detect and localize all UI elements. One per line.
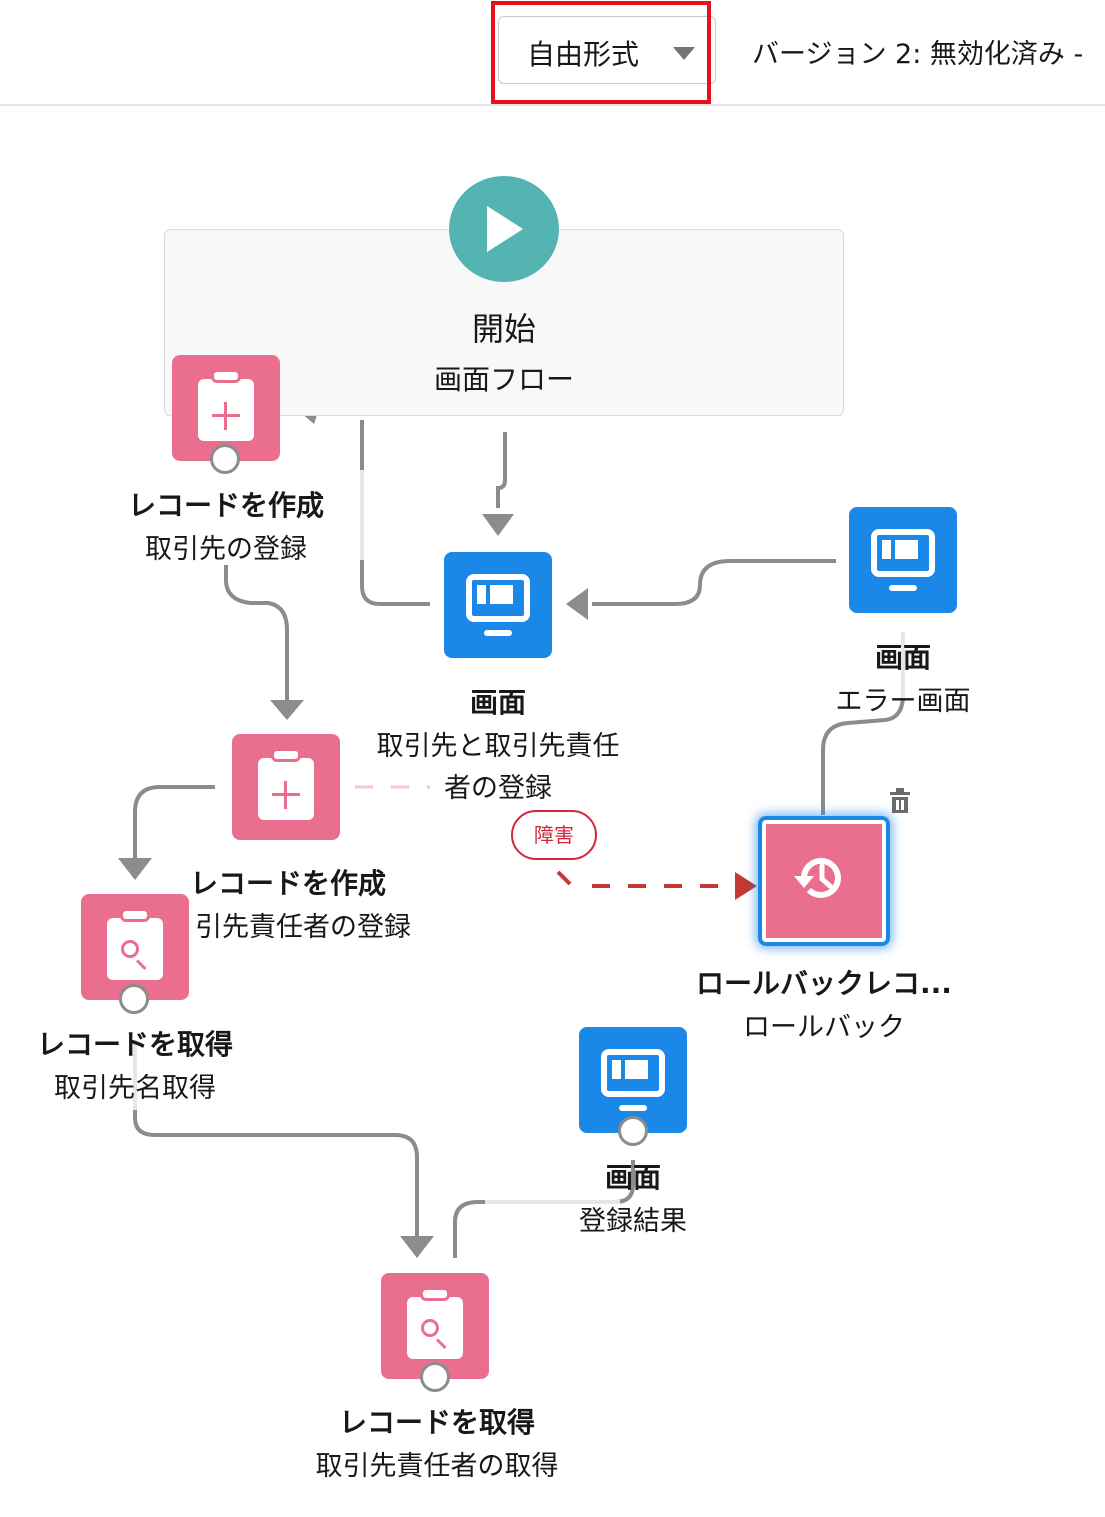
node-name-label: 取引先名取得 — [54, 1073, 216, 1104]
trash-icon[interactable] — [888, 788, 912, 814]
monitor-icon — [871, 529, 935, 577]
node-type-label: 画面 — [874, 641, 931, 674]
clipboard-search-icon — [407, 1287, 463, 1359]
toolbar: 自由形式 バージョン 2: 無効化済み - — [0, 0, 1105, 106]
history-icon — [794, 857, 841, 898]
node-type-label: 画面 — [604, 1161, 661, 1194]
connector-screen-to-create-account — [360, 420, 430, 606]
node-type-label: レコードを取得 — [36, 1028, 233, 1061]
connector-anchor[interactable] — [119, 984, 149, 1014]
chevron-down-icon — [673, 47, 695, 60]
connector-create-contact-to-get-account — [133, 785, 215, 860]
monitor-icon — [466, 574, 530, 622]
connector-create-account-to-create-contact — [224, 565, 289, 700]
clipboard-plus-icon — [258, 748, 314, 820]
connector-error-to-screen — [592, 559, 836, 606]
version-status: バージョン 2: 無効化済み - — [752, 39, 1084, 70]
node-create-account[interactable] — [172, 355, 280, 461]
node-type-label: 画面 — [469, 686, 526, 719]
connector-get-account-to-get-contact — [133, 1105, 419, 1236]
arrowhead — [270, 700, 304, 720]
layout-mode-value: 自由形式 — [527, 38, 640, 71]
node-create-contact[interactable] — [232, 734, 340, 840]
node-name-label-cont: 者の登録 — [444, 773, 552, 804]
connector-anchor[interactable] — [210, 444, 240, 474]
fault-path-badge[interactable]: 障害 — [511, 810, 597, 860]
node-name-label: 引先責任者の登録 — [195, 912, 411, 943]
node-type-label: レコードを作成 — [127, 489, 324, 522]
clipboard-plus-icon — [198, 369, 254, 441]
node-name-label: 取引先と取引先責任 — [376, 731, 620, 762]
node-screen-error[interactable] — [849, 507, 957, 613]
node-screen-main[interactable] — [444, 552, 552, 658]
node-name-label: ロールバック — [743, 1012, 905, 1043]
play-icon — [487, 206, 523, 252]
start-subtitle: 画面フロー — [433, 363, 574, 396]
node-get-account[interactable] — [81, 894, 189, 1000]
connector-start-to-screen — [496, 432, 507, 508]
monitor-icon — [601, 1049, 665, 1097]
node-name-label: エラー画面 — [835, 686, 971, 717]
connector-fault-to-rollback — [556, 870, 735, 888]
node-name-label: 取引先の登録 — [145, 534, 307, 565]
fault-arrowhead — [735, 872, 757, 900]
node-get-contact[interactable] — [381, 1273, 489, 1379]
arrowhead — [566, 588, 588, 620]
connector-anchor[interactable] — [618, 1116, 648, 1146]
start-title: 開始 — [471, 310, 536, 348]
node-rollback[interactable] — [758, 816, 890, 946]
node-type-label: レコードを作成 — [189, 867, 386, 900]
arrowhead — [118, 858, 152, 880]
node-name-label: 取引先責任者の取得 — [315, 1451, 559, 1482]
connector-anchor[interactable] — [420, 1362, 450, 1392]
clipboard-search-icon — [107, 908, 163, 980]
node-type-label: レコードを取得 — [338, 1406, 535, 1439]
layout-mode-dropdown[interactable]: 自由形式 — [498, 16, 716, 84]
node-type-label: ロールバックレコ... — [696, 967, 952, 1000]
node-name-label: 登録結果 — [579, 1206, 687, 1237]
arrowhead — [482, 514, 514, 536]
node-screen-result[interactable] — [579, 1027, 687, 1133]
start-node[interactable] — [449, 176, 559, 282]
arrowhead — [400, 1236, 434, 1258]
